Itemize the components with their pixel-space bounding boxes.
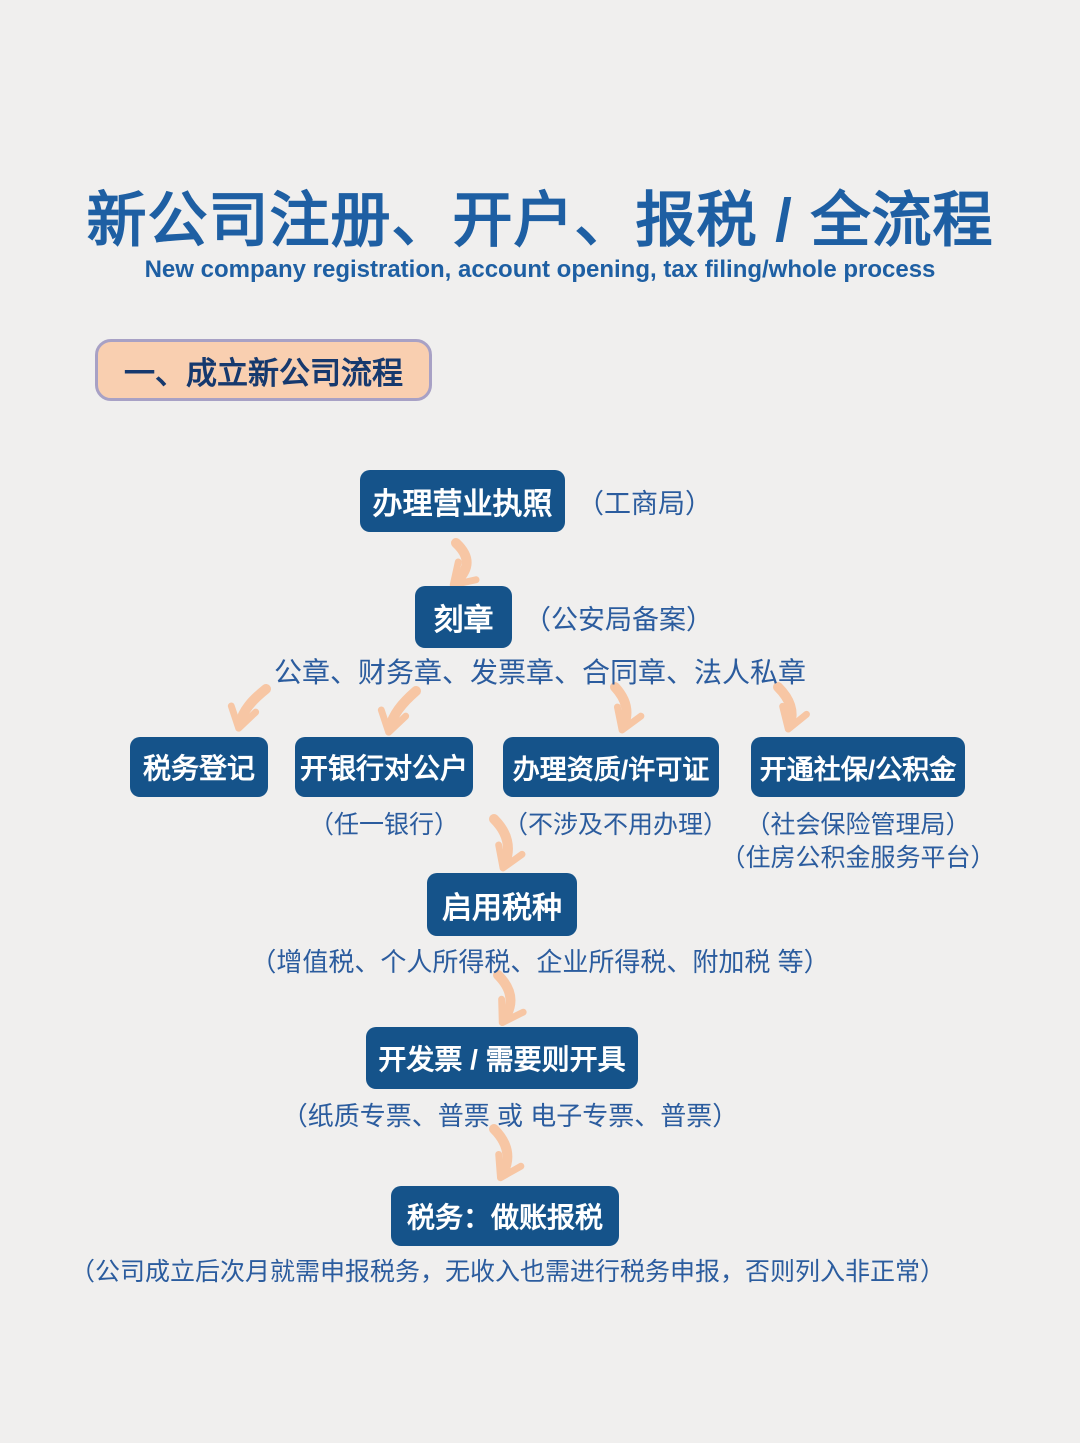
arrow-to-taxfiling-icon [489,1124,525,1182]
arrow-to-invoice-icon [493,970,527,1027]
section-heading-badge: 一、成立新公司流程 [95,339,432,401]
node-enable-tax-types: 启用税种 [427,873,577,936]
invoice-types-note: （纸质专票、普票 或 电子专票、普票） [281,1101,739,1131]
node-tax-filing-label: 税务：做账报税 [406,1202,603,1233]
arrow-branch1-icon [227,684,271,732]
tax-filing-note: （公司成立后次月就需申报税务，无收入也需进行税务申报，否则列入非正常） [69,1258,945,1286]
node-business-license-label: 办理营业执照 [372,488,553,521]
arrow-branch4-icon [773,682,810,733]
social-insurance-note-1: （社会保险管理局） [745,811,971,839]
node-qualification-license: 办理资质/许可证 [503,737,719,797]
page-subtitle: New company registration, account openin… [144,256,936,283]
social-insurance-note-2: （住房公积金服务平台） [720,844,996,872]
node-seal-carving-side-label: （公安局备案） [524,604,713,635]
node-seal-carving-label: 刻章 [433,604,494,637]
node-social-insurance-label: 开通社保/公积金 [759,754,957,785]
page-title: 新公司注册、开户、报税 / 全流程 [86,187,994,254]
node-business-license: 办理营业执照 [360,470,565,532]
node-social-insurance: 开通社保/公积金 [751,737,965,797]
node-qualification-license-label: 办理资质/许可证 [512,754,710,785]
arrow-branch2-icon [377,686,421,736]
node-bank-account-label: 开银行对公户 [299,753,468,784]
section-heading-label: 一、成立新公司流程 [124,355,403,391]
tax-types-note: （增值税、个人所得税、企业所得税、附加税 等） [250,947,830,977]
arrow-branch3-icon [610,682,645,734]
node-business-license-side-label: （工商局） [577,488,712,519]
node-bank-account: 开银行对公户 [295,737,473,797]
node-tax-registration: 税务登记 [130,737,268,797]
node-issue-invoice: 开发票 / 需要则开具 [366,1027,638,1089]
node-enable-tax-types-label: 启用税种 [442,891,562,925]
node-tax-filing: 税务：做账报税 [391,1186,619,1246]
node-issue-invoice-label: 开发票 / 需要则开具 [378,1044,626,1075]
qualification-note: （不涉及不用办理） [503,811,729,839]
arrow-down-icon [449,538,480,589]
bank-account-note: （任一银行） [308,811,459,839]
seal-types-note: 公章、财务章、发票章、合同章、法人私章 [273,657,806,688]
node-seal-carving: 刻章 [415,586,512,648]
node-tax-registration-label: 税务登记 [142,753,255,784]
